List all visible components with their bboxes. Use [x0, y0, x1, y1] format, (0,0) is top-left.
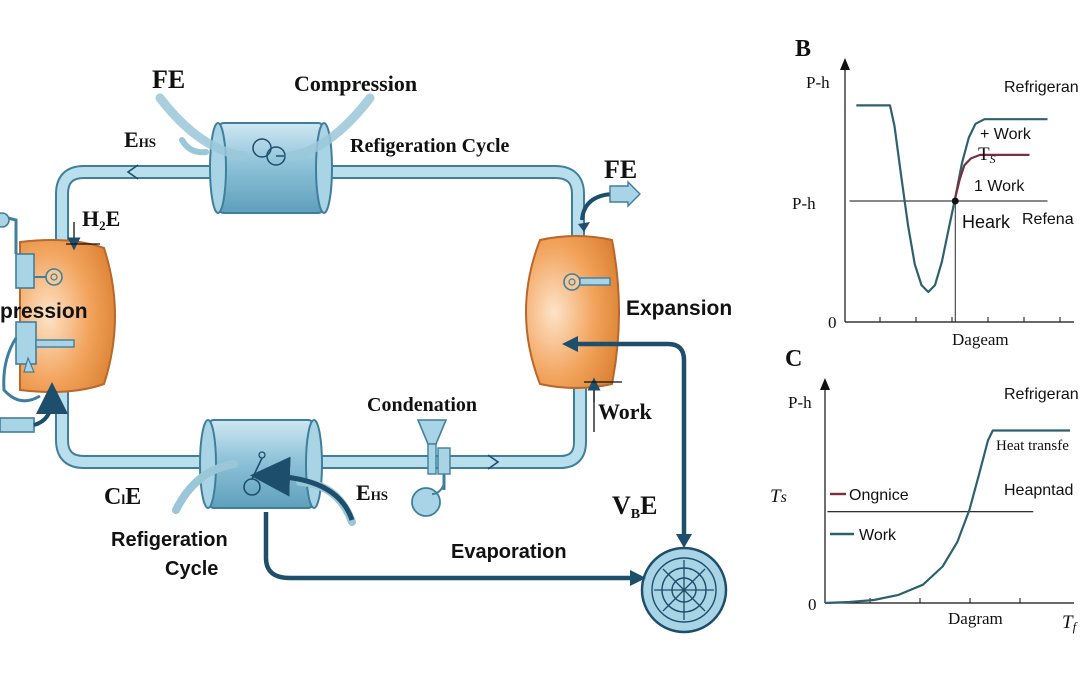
flow-ribbon: [285, 93, 375, 161]
chart-b: B P-h P-h 0 Dageam Refrigeran + Work TS …: [792, 36, 1079, 349]
label-work: Work: [598, 399, 653, 424]
evaporation-flow-arrow: [263, 512, 634, 581]
condensation-valve: [411, 419, 451, 517]
label-refrigeration-cycle-top: Refigeration Cycle: [350, 135, 510, 157]
chart-b-annotation-refena: Refena: [1022, 211, 1074, 228]
label-compression-top: Compression: [294, 71, 417, 96]
label-condenation: Condenation: [367, 394, 477, 416]
expansion-vessel-right: [525, 235, 620, 389]
chart-c-legend-ongnice: Ongnice: [849, 487, 909, 504]
label-compression-left: pression: [0, 300, 88, 323]
chart-b-annotation-heark: Heark: [962, 212, 1011, 232]
chart-b-series-line-0: [856, 104, 1048, 294]
label-fe-top: FE: [152, 65, 185, 94]
outlet-arrow: [580, 192, 613, 221]
chart-b-annotation-one-work: 1 Work: [974, 178, 1025, 195]
chart-b-panel-label: B: [795, 36, 811, 62]
label-ehs-bottom: EHS: [356, 480, 388, 505]
return-flow-arrow: [574, 341, 687, 540]
chart-c-ylabel-mid: Ts: [770, 486, 787, 507]
outlet-arrow-head: [609, 180, 641, 208]
evaporator-fan: [640, 546, 728, 634]
label-cle: ClE: [104, 484, 141, 510]
chart-c-legend-work: Work: [859, 527, 897, 544]
flow-ribbon: [179, 137, 209, 156]
chart-c-annotation-heapntad: Heapntad: [1004, 482, 1073, 499]
label-fe-right: FE: [604, 155, 637, 184]
chart-c-series-line-0: [824, 429, 1070, 605]
label-h2e: H2E: [82, 206, 120, 233]
chart-c-annotation-refrigerant: Refrigeran: [1004, 386, 1079, 403]
chart-b-ylabel-top: P-h: [806, 73, 830, 92]
label-ehs-top: EHS: [124, 127, 156, 152]
chart-c-panel-label: C: [785, 346, 802, 372]
label-evaporation: Evaporation: [451, 541, 567, 563]
chart-b-annotation-refrigerant: Refrigeran: [1004, 79, 1079, 96]
chart-c-origin: 0: [808, 595, 817, 614]
gear-icon: [266, 146, 286, 166]
chart-b-xlabel: Dageam: [952, 330, 1009, 349]
label-refrigeration-cycle-bottom-1: Refigeration: [111, 529, 228, 551]
chart-c-xlabel: Dagram: [948, 609, 1003, 628]
chart-b-annotation-ts: TS: [978, 144, 996, 166]
chart-b-series-line-1: [954, 153, 1030, 198]
chart-c: C P-h Ts 0 Dagram Tf Ongnice Work Refrig…: [770, 346, 1079, 634]
chart-c-ticks: [869, 598, 1021, 603]
chart-b-origin: 0: [828, 313, 837, 332]
label-expansion: Expansion: [626, 297, 732, 320]
compression-vessel-left: [0, 212, 116, 433]
flow-ribbon: [172, 460, 238, 514]
label-vbe: VBE: [612, 491, 657, 522]
flow-ribbon: [155, 93, 249, 161]
compressor-drum-top: [209, 122, 333, 214]
label-refrigeration-cycle-bottom-2: Cycle: [165, 558, 218, 580]
chart-c-ylabel-top: P-h: [788, 393, 812, 412]
chart-c-xlabel-end: Tf: [1062, 612, 1079, 634]
chart-c-annotation-heat-transfer: Heat transfe: [996, 438, 1069, 454]
chart-b-annotation-plus-work: + Work: [980, 126, 1032, 143]
chart-b-ylabel-mid: P-h: [792, 194, 816, 213]
chart-b-ticks: [879, 317, 1061, 322]
inlet-arrow: [250, 456, 355, 521]
chart-b-intersection-point: [951, 197, 959, 205]
